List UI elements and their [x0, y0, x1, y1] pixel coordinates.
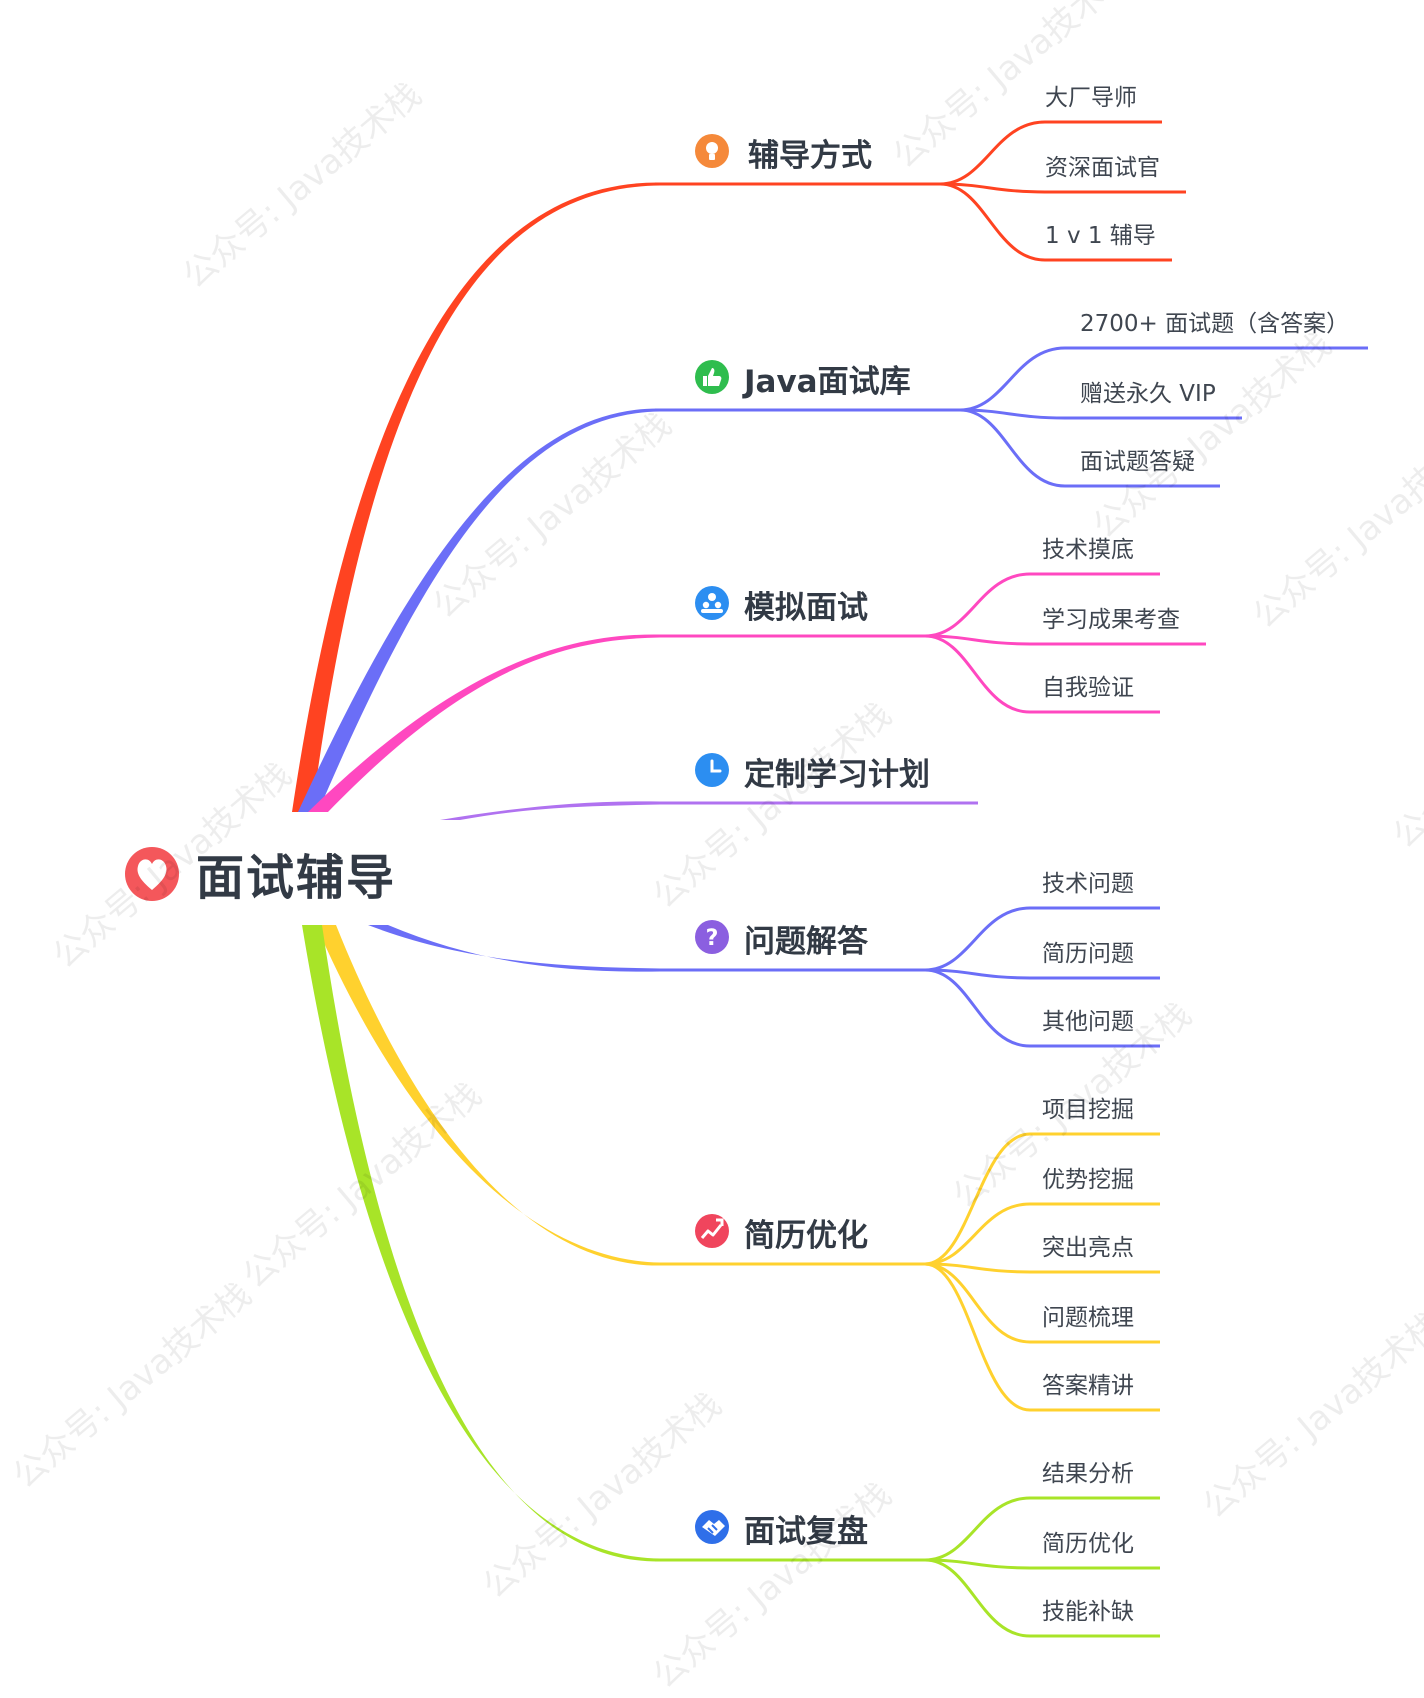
leaf-connector	[959, 408, 1242, 420]
leaf-connector	[924, 634, 1160, 714]
leaf-topic[interactable]: 资深面试官	[1045, 155, 1160, 181]
branch-connector	[308, 634, 660, 812]
branch-topic[interactable]: 辅导方式	[748, 138, 872, 174]
leaf-topic[interactable]: 自我验证	[1042, 675, 1134, 701]
trend-icon	[695, 1214, 729, 1248]
branch-topic[interactable]: 问题解答	[744, 924, 868, 960]
branch-topic[interactable]: 模拟面试	[744, 590, 868, 626]
leaf-connector	[939, 120, 1162, 186]
heart-icon	[125, 847, 179, 901]
svg-text:?: ?	[706, 926, 719, 951]
leaf-connector	[924, 1262, 1160, 1274]
leaf-connector	[959, 408, 1220, 488]
leaf-topic[interactable]: 大厂导师	[1045, 85, 1137, 111]
leaf-connector	[959, 346, 1368, 412]
leaf-connector	[924, 1202, 1160, 1266]
leaf-connector	[924, 634, 1206, 646]
root-topic[interactable]: 面试辅导	[196, 850, 397, 906]
leaf-connector	[924, 906, 1160, 972]
leaf-connector	[924, 1132, 1160, 1266]
leaf-topic[interactable]: 答案精讲	[1042, 1373, 1134, 1399]
leaf-connector	[924, 968, 1160, 1048]
people-icon	[695, 586, 729, 620]
leaf-connector	[924, 1262, 1160, 1344]
leaf-topic[interactable]: 1 v 1 辅导	[1045, 223, 1156, 249]
leaf-topic[interactable]: 简历优化	[1042, 1531, 1134, 1557]
leaf-topic[interactable]: 技术问题	[1042, 871, 1134, 897]
leaf-topic[interactable]: 突出亮点	[1042, 1235, 1134, 1261]
branch-connector	[292, 182, 660, 812]
leaf-topic[interactable]: 赠送永久 VIP	[1080, 381, 1216, 407]
leaf-connector	[924, 1558, 1160, 1570]
leaf-connector	[924, 968, 1160, 980]
leaf-connector	[924, 572, 1160, 638]
leaf-topic[interactable]: 面试题答疑	[1080, 449, 1195, 475]
thumbs-up-icon	[695, 360, 729, 394]
leaf-connector	[924, 1496, 1160, 1562]
branch-topic[interactable]: 面试复盘	[744, 1514, 868, 1550]
leaf-connector	[939, 182, 1186, 194]
leaf-topic[interactable]: 问题梳理	[1042, 1305, 1134, 1331]
leaf-topic[interactable]: 技术摸底	[1042, 537, 1134, 563]
leaf-topic[interactable]: 技能补缺	[1042, 1599, 1134, 1625]
leaf-topic[interactable]: 优势挖掘	[1042, 1167, 1134, 1193]
branch-topic[interactable]: 定制学习计划	[744, 757, 930, 793]
leaf-topic[interactable]: 学习成果考查	[1042, 607, 1180, 633]
leaf-topic[interactable]: 结果分析	[1042, 1461, 1134, 1487]
leaf-topic[interactable]: 项目挖掘	[1042, 1097, 1134, 1123]
branch-connector	[440, 801, 660, 820]
branch-connector	[368, 925, 660, 972]
question-icon: ?	[695, 920, 729, 954]
leaf-topic[interactable]: 2700+ 面试题（含答案）	[1080, 311, 1350, 337]
leaf-connector	[924, 1558, 1160, 1638]
handshake-icon	[695, 1510, 729, 1544]
branch-connector	[298, 408, 660, 812]
lightbulb-icon	[695, 134, 729, 168]
clock-icon	[695, 753, 729, 787]
leaf-connector	[924, 1262, 1160, 1412]
leaf-topic[interactable]: 其他问题	[1042, 1009, 1134, 1035]
leaf-topic[interactable]: 简历问题	[1042, 941, 1134, 967]
leaf-connector	[939, 182, 1172, 262]
branch-topic[interactable]: Java面试库	[744, 364, 911, 400]
branch-topic[interactable]: 简历优化	[744, 1218, 868, 1254]
